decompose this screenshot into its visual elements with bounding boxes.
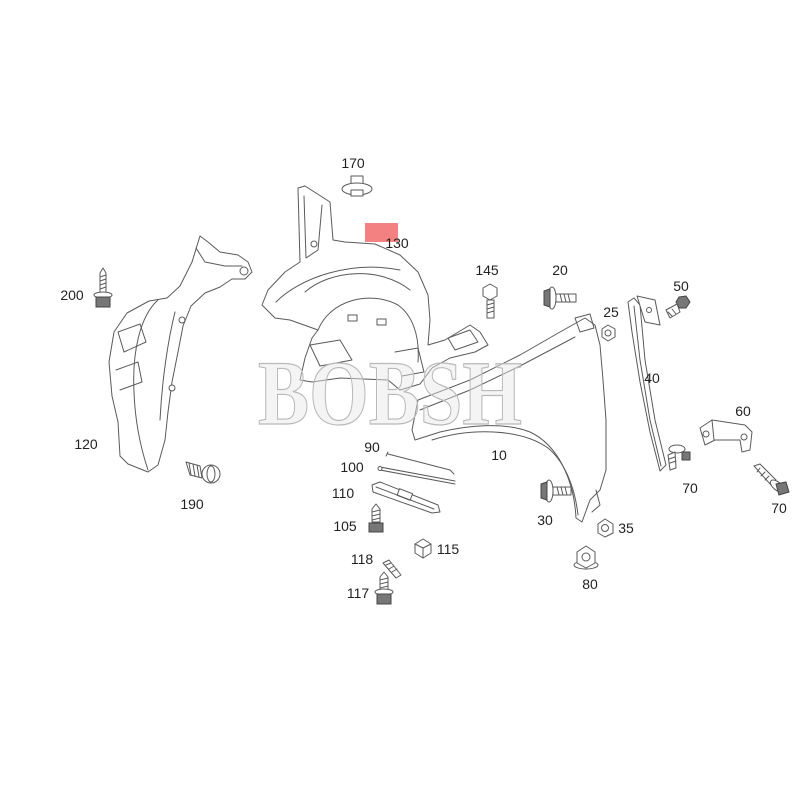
callout-20: 20 bbox=[552, 262, 568, 278]
callouts: 170 130 145 20 50 25 200 40 60 120 90 10… bbox=[60, 155, 787, 601]
part-118-clip bbox=[382, 559, 402, 579]
part-10-fender bbox=[411, 313, 607, 523]
part-60-bracket bbox=[699, 419, 753, 453]
callout-170: 170 bbox=[341, 155, 365, 171]
part-117-screw bbox=[374, 571, 394, 605]
part-25-nut bbox=[601, 324, 616, 342]
part-120-liner bbox=[108, 235, 253, 473]
callout-120: 120 bbox=[74, 436, 98, 452]
part-145-bolt bbox=[482, 283, 498, 319]
callout-50: 50 bbox=[673, 278, 689, 294]
part-30-bolt bbox=[540, 479, 572, 503]
callout-118: 118 bbox=[351, 551, 374, 567]
callout-40: 40 bbox=[644, 370, 660, 386]
part-40-strip bbox=[627, 295, 667, 472]
callout-70-right: 70 bbox=[771, 500, 787, 516]
callout-80: 80 bbox=[582, 576, 598, 592]
watermark: BOBSH bbox=[258, 342, 522, 444]
callout-190: 190 bbox=[180, 496, 204, 512]
callout-115: 115 bbox=[437, 541, 460, 557]
part-130-wheel-arch-liner bbox=[261, 185, 489, 391]
part-70-clip-left bbox=[667, 444, 691, 471]
callout-35: 35 bbox=[618, 520, 634, 536]
callout-110: 110 bbox=[332, 485, 355, 501]
part-35-nut bbox=[597, 518, 614, 538]
callout-90: 90 bbox=[364, 439, 380, 455]
callout-10: 10 bbox=[491, 447, 507, 463]
part-100-rod bbox=[377, 466, 456, 485]
part-80-nut bbox=[573, 545, 599, 570]
part-105-screw bbox=[368, 503, 384, 533]
callout-60: 60 bbox=[735, 403, 751, 419]
callout-200: 200 bbox=[60, 287, 84, 303]
callout-145: 145 bbox=[475, 262, 499, 278]
part-110-bar bbox=[371, 481, 441, 514]
callout-70-left: 70 bbox=[682, 480, 698, 496]
part-190-clip bbox=[185, 461, 221, 484]
highlight-marker bbox=[365, 223, 398, 242]
callout-105: 105 bbox=[333, 518, 357, 534]
part-20-bolt bbox=[543, 286, 577, 310]
part-200-screw bbox=[93, 267, 113, 308]
callout-25: 25 bbox=[603, 304, 619, 320]
part-115-nut bbox=[414, 538, 432, 559]
part-170-cap bbox=[341, 175, 373, 197]
callout-130: 130 bbox=[385, 235, 409, 251]
callout-117: 117 bbox=[347, 585, 370, 601]
part-50-clip bbox=[665, 295, 691, 319]
callout-30: 30 bbox=[537, 512, 553, 528]
part-70-screw-right bbox=[753, 463, 790, 496]
callout-100: 100 bbox=[340, 459, 364, 475]
part-90-rod bbox=[385, 451, 455, 475]
